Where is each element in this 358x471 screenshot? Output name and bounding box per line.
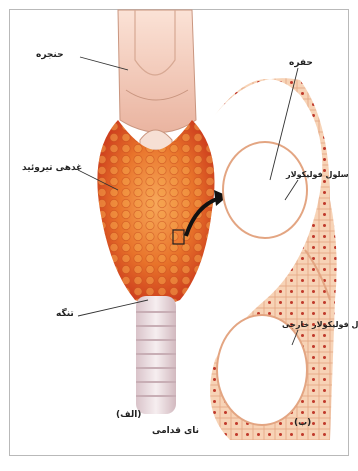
label-follicular-cell: سلول فولیکولار: [286, 170, 349, 179]
label-isthmus: تنگه: [56, 309, 74, 319]
trachea-shape: [136, 296, 176, 414]
label-larynx: حنجره: [36, 50, 64, 60]
label-panel-b: (ب): [294, 418, 311, 428]
follicle-tissue-shape: [210, 78, 337, 440]
label-external-follicular-cell: سلول فولیکولار خارجی: [282, 320, 358, 329]
larynx-shape: [118, 10, 196, 150]
label-panel-a: (الف): [116, 410, 141, 420]
label-lumen: حفره: [289, 58, 313, 68]
label-thyroid-gland: غدهی تیروئید: [22, 163, 82, 173]
label-trachea: نای قدامی: [152, 426, 199, 436]
